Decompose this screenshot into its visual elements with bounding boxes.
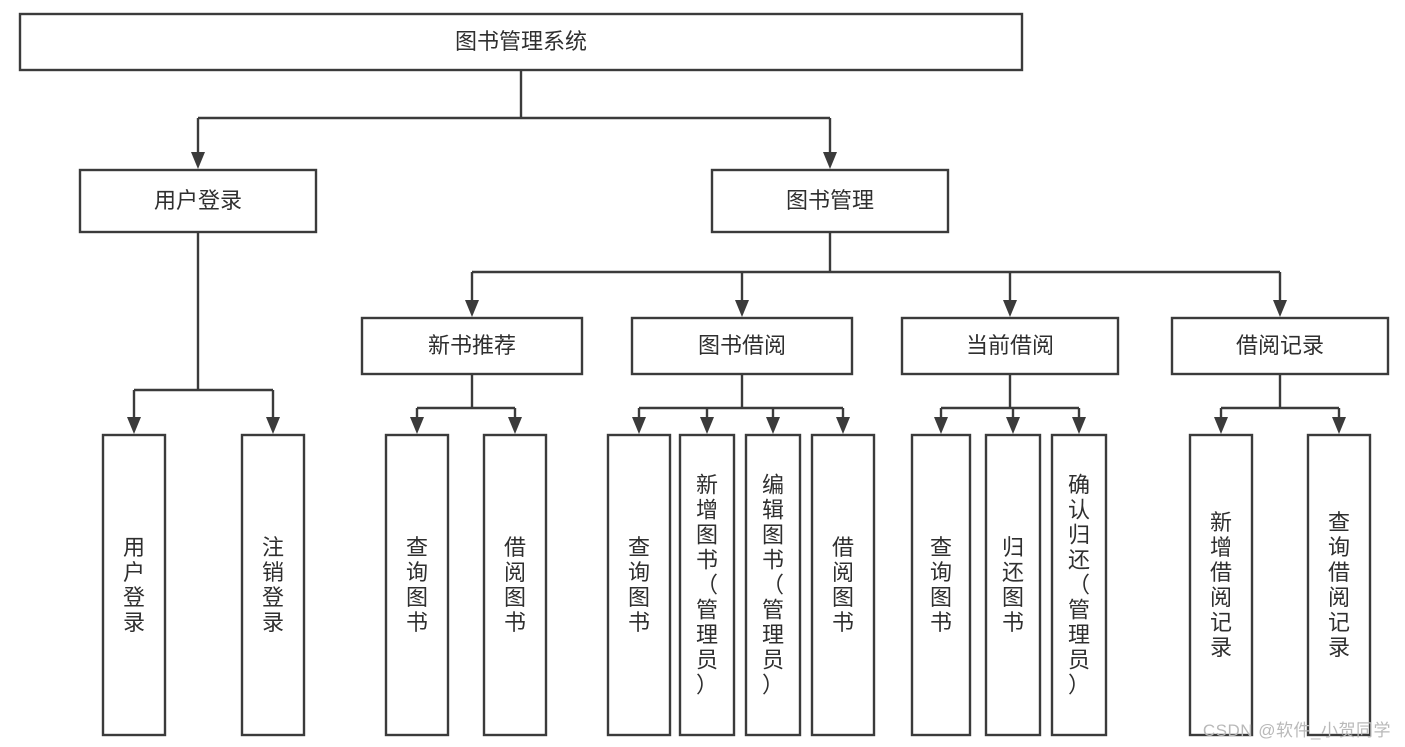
arrow-head-icon bbox=[1003, 300, 1017, 317]
arrow-head-icon bbox=[1273, 300, 1287, 317]
node-box[interactable] bbox=[1306, 433, 1372, 737]
node-label: 新增借阅记录 bbox=[1210, 510, 1232, 660]
arrow-head-icon bbox=[1072, 417, 1086, 434]
arrow-head-icon bbox=[836, 417, 850, 434]
node-label: 用户登录 bbox=[123, 535, 145, 635]
node-label: 图书管理系统 bbox=[455, 29, 587, 54]
node-box[interactable] bbox=[710, 168, 950, 234]
node-label: 图书管理 bbox=[786, 188, 874, 213]
node-root-root[interactable]: 图书管理系统 bbox=[18, 12, 1024, 72]
arrow-head-icon bbox=[1214, 417, 1228, 434]
node-book-borrow[interactable]: 图书借阅 bbox=[630, 316, 854, 376]
node-leaf-query-book-borrow[interactable]: 查询图书 bbox=[606, 433, 672, 737]
node-label: 借阅图书 bbox=[504, 535, 526, 635]
node-leaf-edit-book-admin[interactable]: 编辑图书（管理员） bbox=[744, 433, 802, 737]
node-box[interactable] bbox=[1050, 433, 1108, 737]
arrow-head-icon bbox=[1006, 417, 1020, 434]
arrow-head-icon bbox=[823, 152, 837, 169]
node-leaf-query-book-rec[interactable]: 查询图书 bbox=[384, 433, 450, 737]
node-user-login[interactable]: 用户登录 bbox=[78, 168, 318, 234]
node-box[interactable] bbox=[1188, 433, 1254, 737]
node-box[interactable] bbox=[482, 433, 548, 737]
node-label: 新增图书（管理员） bbox=[696, 473, 718, 698]
node-label: 查询借阅记录 bbox=[1328, 510, 1350, 660]
node-box[interactable] bbox=[678, 433, 736, 737]
node-box[interactable] bbox=[606, 433, 672, 737]
node-box[interactable] bbox=[630, 316, 854, 376]
node-label: 查询图书 bbox=[930, 535, 952, 635]
arrow-head-icon bbox=[508, 417, 522, 434]
arrow-head-icon bbox=[127, 417, 141, 434]
node-label: 归还图书 bbox=[1002, 535, 1024, 635]
arrow-head-icon bbox=[410, 417, 424, 434]
arrow-head-icon bbox=[465, 300, 479, 317]
arrow-head-icon bbox=[1332, 417, 1346, 434]
node-label: 查询图书 bbox=[406, 535, 428, 635]
node-leaf-user-login[interactable]: 用户登录 bbox=[101, 433, 167, 737]
node-leaf-borrow-book-rec[interactable]: 借阅图书 bbox=[482, 433, 548, 737]
arrow-head-icon bbox=[934, 417, 948, 434]
watermark-label: CSDN @软件_小贺同学 bbox=[1202, 721, 1391, 740]
node-box[interactable] bbox=[744, 433, 802, 737]
connectors-layer bbox=[127, 70, 1346, 434]
node-box[interactable] bbox=[18, 12, 1024, 72]
node-label: 注销登录 bbox=[262, 535, 284, 635]
node-label: 借阅记录 bbox=[1236, 333, 1324, 358]
arrow-head-icon bbox=[191, 152, 205, 169]
node-leaf-logout-login[interactable]: 注销登录 bbox=[240, 433, 306, 737]
node-label: 借阅图书 bbox=[832, 535, 854, 635]
arrow-head-icon bbox=[266, 417, 280, 434]
arrow-head-icon bbox=[632, 417, 646, 434]
node-leaf-query-book-cur[interactable]: 查询图书 bbox=[910, 433, 972, 737]
node-borrow-record[interactable]: 借阅记录 bbox=[1170, 316, 1390, 376]
node-box[interactable] bbox=[1170, 316, 1390, 376]
node-box[interactable] bbox=[78, 168, 318, 234]
node-label: 查询图书 bbox=[628, 535, 650, 635]
arrow-head-icon bbox=[766, 417, 780, 434]
node-box[interactable] bbox=[910, 433, 972, 737]
node-box[interactable] bbox=[101, 433, 167, 737]
node-label: 当前借阅 bbox=[966, 333, 1054, 358]
node-label: 确认归还（管理员） bbox=[1068, 473, 1090, 698]
node-leaf-return-book[interactable]: 归还图书 bbox=[984, 433, 1042, 737]
node-book-manage[interactable]: 图书管理 bbox=[710, 168, 950, 234]
arrow-head-icon bbox=[700, 417, 714, 434]
node-box[interactable] bbox=[810, 433, 876, 737]
node-leaf-add-borrow-record[interactable]: 新增借阅记录 bbox=[1188, 433, 1254, 737]
node-leaf-borrow-book[interactable]: 借阅图书 bbox=[810, 433, 876, 737]
node-box[interactable] bbox=[984, 433, 1042, 737]
node-box[interactable] bbox=[240, 433, 306, 737]
node-label: 用户登录 bbox=[154, 188, 242, 213]
node-leaf-confirm-return-admin[interactable]: 确认归还（管理员） bbox=[1050, 433, 1108, 737]
arrow-head-icon bbox=[735, 300, 749, 317]
node-label: 编辑图书（管理员） bbox=[762, 473, 784, 698]
node-box[interactable] bbox=[384, 433, 450, 737]
node-label: 图书借阅 bbox=[698, 333, 786, 358]
node-current-borrow[interactable]: 当前借阅 bbox=[900, 316, 1120, 376]
nodes-layer: 图书管理系统用户登录图书管理新书推荐图书借阅当前借阅借阅记录用户登录注销登录查询… bbox=[18, 12, 1390, 737]
node-new-book-recommend[interactable]: 新书推荐 bbox=[360, 316, 584, 376]
node-leaf-add-book-admin[interactable]: 新增图书（管理员） bbox=[678, 433, 736, 737]
node-box[interactable] bbox=[360, 316, 584, 376]
node-label: 新书推荐 bbox=[428, 333, 516, 358]
node-leaf-query-borrow-record[interactable]: 查询借阅记录 bbox=[1306, 433, 1372, 737]
node-box[interactable] bbox=[900, 316, 1120, 376]
